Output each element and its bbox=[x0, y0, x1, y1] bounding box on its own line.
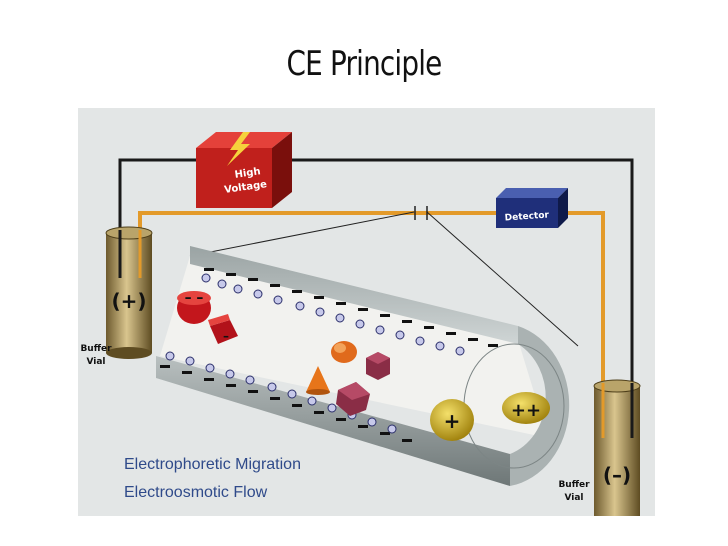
neutral-cube-1 bbox=[366, 352, 390, 380]
detector-label: Detector bbox=[504, 210, 549, 223]
high-voltage-box: High Voltage bbox=[196, 132, 292, 208]
buffer-vial-right-label-2: Vial bbox=[564, 493, 583, 503]
buffer-vial-left-label-2: Vial bbox=[86, 357, 105, 367]
anion-double-sign: – – bbox=[185, 290, 204, 306]
buffer-vial-left: (+) bbox=[105, 226, 153, 359]
capillary-wire-right bbox=[568, 211, 605, 388]
anion-double: – – bbox=[177, 290, 211, 324]
ce-diagram: High Voltage Detector (+) Buffer Vial bbox=[78, 108, 655, 516]
wall-cations-bottom bbox=[165, 351, 397, 434]
power-wire bbox=[118, 158, 196, 248]
cation-single: + bbox=[430, 399, 474, 441]
wall-charges-bottom bbox=[160, 365, 412, 442]
buffer-vial-right: (–) bbox=[593, 379, 641, 516]
cation-double-sign: ++ bbox=[511, 400, 541, 421]
cation-single-sign: + bbox=[444, 409, 461, 433]
neutral-cube-2 bbox=[336, 382, 370, 416]
detector-box: Detector bbox=[496, 188, 568, 228]
anion-single-sign: – bbox=[223, 329, 229, 343]
buffer-vial-left-label-1: Buffer bbox=[80, 344, 112, 354]
high-voltage-label-1: High bbox=[234, 166, 261, 181]
buffer-vial-right-label-1: Buffer bbox=[558, 480, 590, 490]
neutral-sphere bbox=[331, 341, 357, 363]
neutral-cone bbox=[306, 366, 330, 395]
polarity-negative: (–) bbox=[603, 463, 631, 487]
ce-illustration: High Voltage Detector (+) Buffer Vial bbox=[80, 132, 641, 516]
wall-cations-top bbox=[201, 273, 465, 356]
wall-charges-top bbox=[204, 268, 498, 347]
lightning-icon bbox=[227, 132, 250, 166]
power-wire-right bbox=[288, 158, 634, 438]
caption-electrophoretic-migration: Electrophoretic Migration bbox=[124, 456, 301, 473]
polarity-positive: (+) bbox=[111, 289, 146, 313]
anion-single: – bbox=[208, 314, 238, 344]
caption-electroosmotic-flow: Electroosmotic Flow bbox=[124, 484, 268, 501]
cation-double: ++ bbox=[502, 392, 550, 424]
page-title: CE Principle bbox=[286, 44, 443, 84]
